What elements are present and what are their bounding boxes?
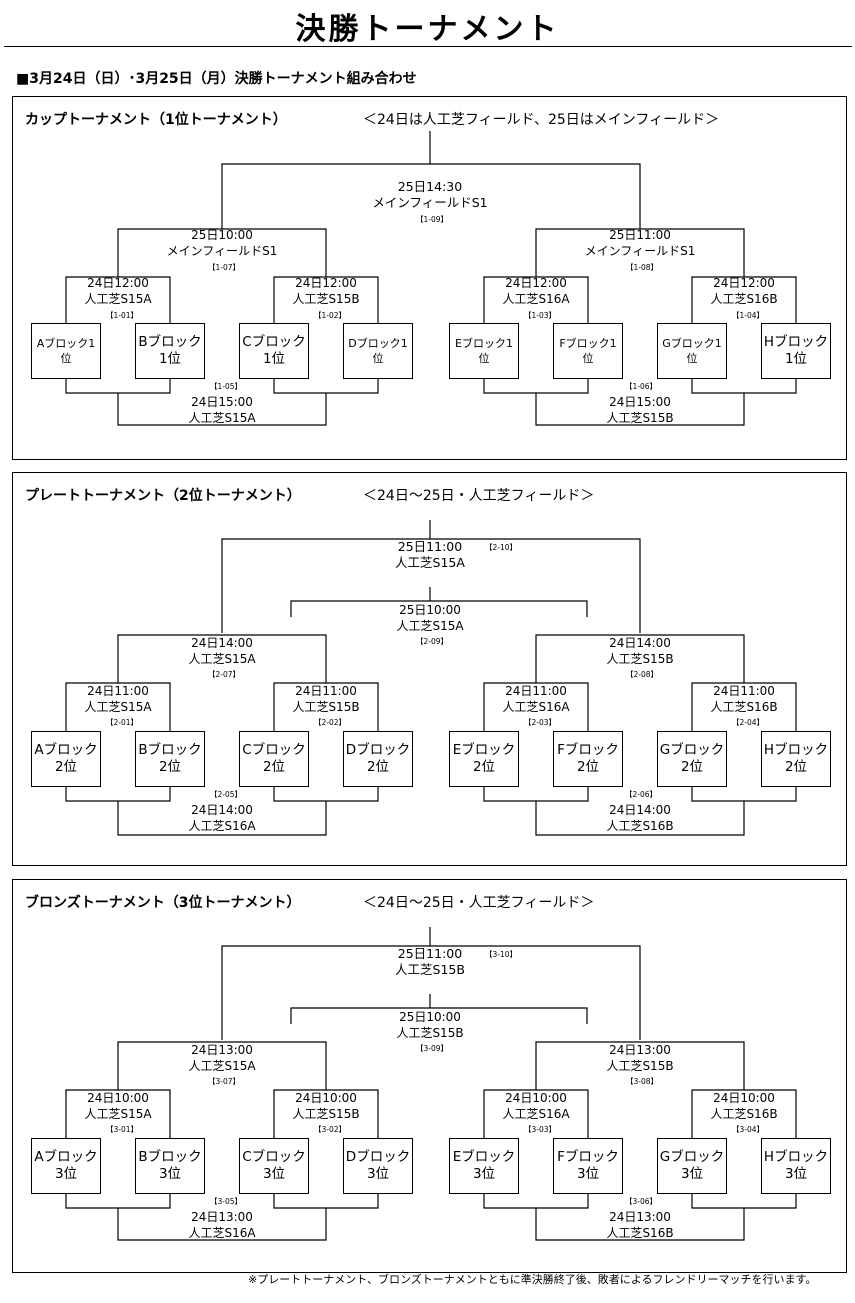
match-code: 【2-05】 — [210, 790, 243, 799]
tournament-venue-note: ＜24日は人工芝フィールド、25日はメインフィールド＞ — [363, 112, 720, 128]
tournament-title: ブロンズトーナメント（3位トーナメント） — [25, 895, 301, 911]
match-code: 【2-08】 — [626, 670, 659, 679]
match-code: 【1-02】 — [314, 311, 347, 320]
match-code: 【2-01】 — [106, 718, 139, 727]
match-code: 【3-08】 — [626, 1077, 659, 1086]
footnote: ※プレートトーナメント、ブロンズトーナメントともに準決勝終了後、敗者によるフレン… — [248, 1273, 817, 1286]
match-code: 【1-05】 — [210, 382, 243, 391]
bracket-lines — [65, 131, 797, 426]
match-code: 【3-06】 — [625, 1197, 658, 1206]
bracket-lines — [65, 927, 797, 1241]
match-code: 【2-03】 — [524, 718, 557, 727]
match-code: 【2-06】 — [625, 790, 658, 799]
tournament-title: カップトーナメント（1位トーナメント） — [25, 112, 287, 128]
plate-tournament-panel: プレートトーナメント（2位トーナメント） ＜24日～25日・人工芝フィールド＞ … — [12, 472, 847, 866]
cup-tournament-panel: カップトーナメント（1位トーナメント） ＜24日は人工芝フィールド、25日はメイ… — [12, 96, 847, 460]
tournament-title: プレートトーナメント（2位トーナメント） — [25, 488, 301, 504]
page-title: 決勝トーナメント — [295, 12, 560, 47]
match-code: 【3-02】 — [314, 1125, 347, 1134]
match-code: 【2-04】 — [732, 718, 765, 727]
bracket-lines — [65, 520, 797, 836]
tournament-venue-note: ＜24日～25日・人工芝フィールド＞ — [363, 488, 595, 504]
match-code: 【1-09】 — [416, 215, 449, 224]
match-code: 【3-10】 — [485, 950, 518, 959]
match-code: 【2-10】 — [485, 543, 518, 552]
tournament-venue-note: ＜24日～25日・人工芝フィールド＞ — [363, 895, 595, 911]
match-code: 【3-04】 — [732, 1125, 765, 1134]
schedule-subtitle: ■3月24日（日）･3月25日（月）決勝トーナメント組み合わせ — [16, 71, 417, 87]
match-code: 【2-02】 — [314, 718, 347, 727]
match-code: 【1-07】 — [208, 263, 241, 272]
match-code: 【3-03】 — [524, 1125, 557, 1134]
match-code: 【1-03】 — [524, 311, 557, 320]
match-code: 【1-01】 — [106, 311, 139, 320]
match-code: 【2-07】 — [208, 670, 241, 679]
match-code: 【2-09】 — [416, 637, 449, 646]
bronze-tournament-panel: ブロンズトーナメント（3位トーナメント） ＜24日～25日・人工芝フィールド＞ … — [12, 879, 847, 1273]
match-code: 【1-08】 — [626, 263, 659, 272]
title-rule — [4, 46, 852, 47]
match-code: 【3-07】 — [208, 1077, 241, 1086]
match-code: 【3-01】 — [106, 1125, 139, 1134]
match-code: 【3-05】 — [210, 1197, 243, 1206]
match-code: 【1-06】 — [625, 382, 658, 391]
match-code: 【3-09】 — [416, 1044, 449, 1053]
match-code: 【1-04】 — [732, 311, 765, 320]
